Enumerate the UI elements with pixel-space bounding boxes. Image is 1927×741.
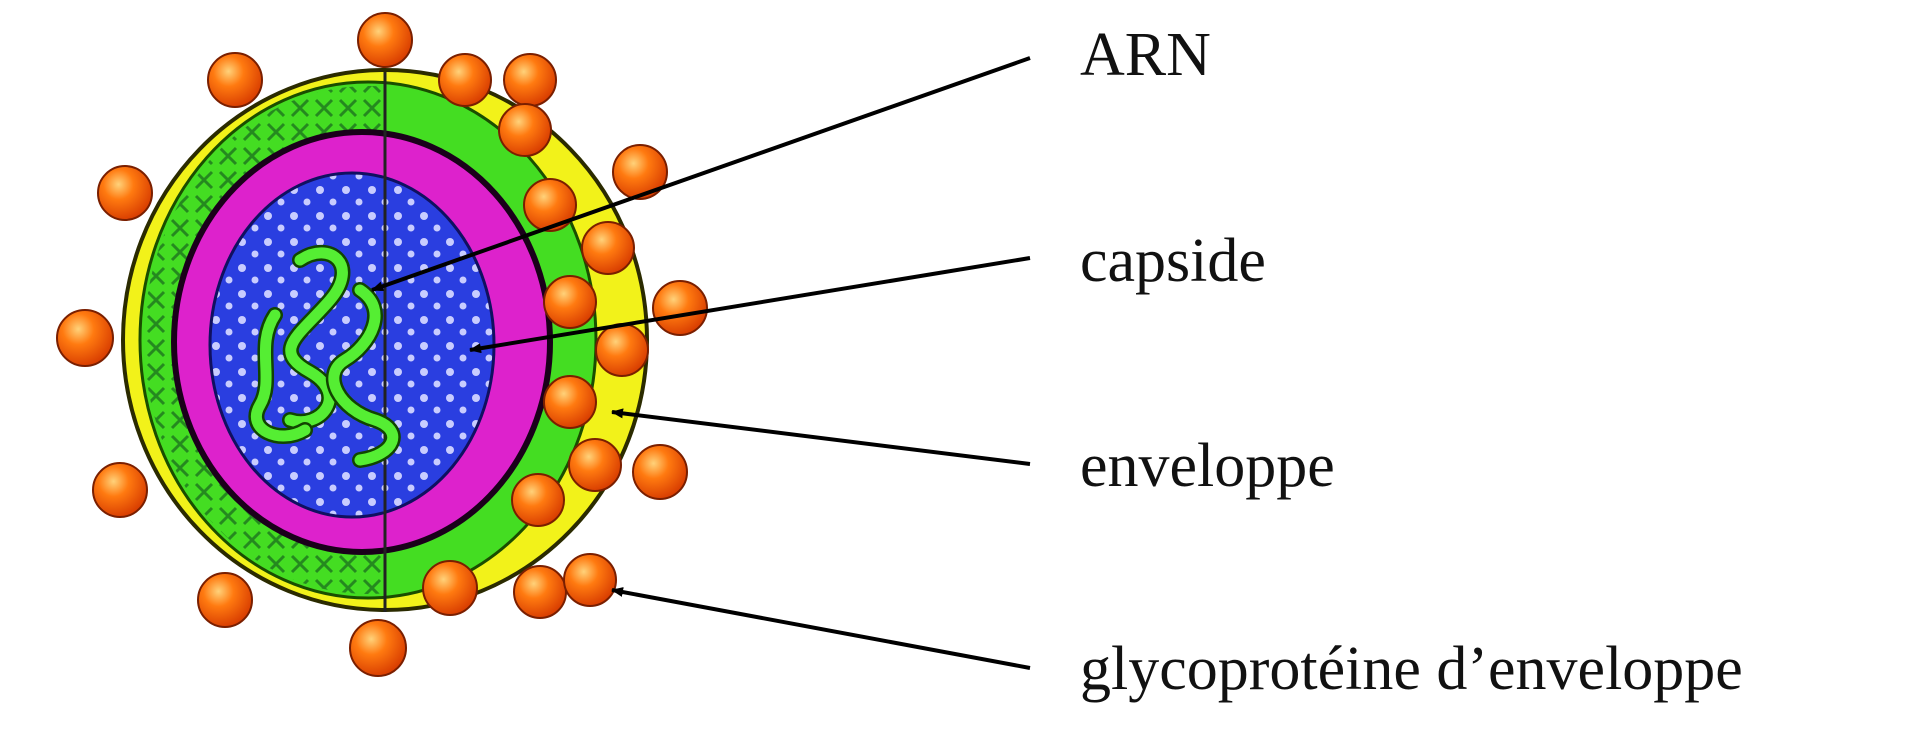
- glycoprotein-knob: [612, 144, 668, 200]
- glycoprotein-knob: [56, 309, 114, 367]
- label-rna: ARN: [1080, 21, 1211, 89]
- glycoprotein-knob: [207, 52, 263, 108]
- glycoprotein-knob: [97, 165, 153, 221]
- arrow-rna: [371, 56, 1031, 292]
- glycoprotein-knob: [357, 12, 413, 68]
- glycoprotein-knob: [498, 103, 552, 157]
- label-capsid: capside: [1080, 227, 1266, 295]
- glycoprotein-knob: [511, 473, 565, 527]
- glycoprotein-knob: [595, 323, 649, 377]
- glycoprotein-knob: [632, 444, 688, 500]
- glycoprotein-knob: [581, 221, 635, 275]
- arrow-envelope: [611, 408, 1031, 466]
- glycoprotein-knob: [523, 178, 577, 232]
- glycoprotein-knob: [513, 565, 567, 619]
- glycoprotein-knob: [652, 280, 708, 336]
- glycoprotein-knob: [422, 560, 478, 616]
- rna-strands: [248, 244, 401, 468]
- arrow-capsid: [469, 256, 1031, 354]
- glycoprotein-knob: [563, 553, 617, 607]
- label-envelope: enveloppe: [1080, 432, 1335, 500]
- glycoprotein-knob: [197, 572, 253, 628]
- pointer-arrows: [371, 56, 1031, 670]
- glycoprotein-knobs: [56, 12, 708, 677]
- label-glycoprotein: glycoprotéine d’enveloppe: [1080, 635, 1743, 703]
- arrow-glycoprotein: [611, 587, 1031, 670]
- glycoprotein-knob: [503, 53, 557, 107]
- glycoprotein-knob: [92, 462, 148, 518]
- glycoprotein-knob: [568, 438, 622, 492]
- glycoprotein-knob: [543, 375, 597, 429]
- glycoprotein-knob: [349, 619, 407, 677]
- glycoprotein-knob: [543, 275, 597, 329]
- glycoprotein-knob: [438, 53, 492, 107]
